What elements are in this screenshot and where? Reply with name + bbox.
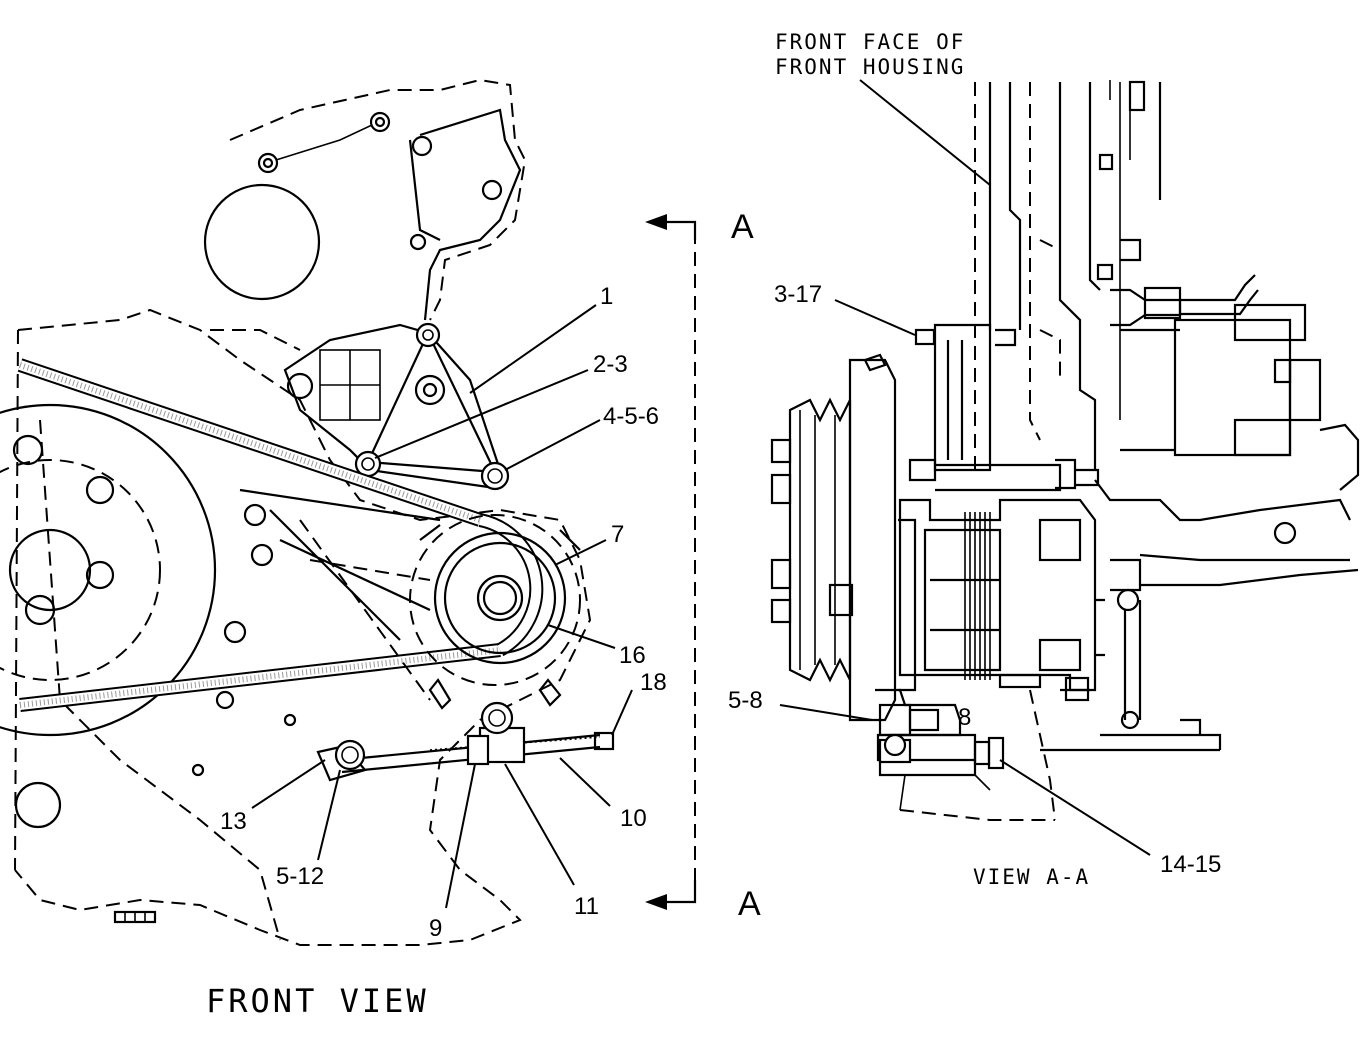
callout-7: 7 [611, 521, 624, 548]
labels: FRONT FACE OF FRONT HOUSING A A 1 2-3 4-… [206, 30, 1221, 1020]
front-view-leaders [251, 304, 633, 909]
callout-10: 10 [620, 805, 647, 832]
section-cut-line [645, 214, 697, 910]
callout-5-8: 5-8 [728, 687, 763, 714]
section-view-leaders [779, 79, 1151, 856]
front-view-drawing [0, 78, 615, 946]
note-front-face-line1: FRONT FACE OF [775, 30, 965, 54]
section-letter-top: A [731, 208, 754, 246]
callout-14-15: 14-15 [1160, 851, 1221, 878]
callout-2-3: 2-3 [593, 351, 628, 378]
callout-3-17: 3-17 [774, 281, 822, 308]
callout-1: 1 [600, 283, 613, 310]
callout-9: 9 [429, 915, 442, 942]
section-letter-bottom: A [738, 885, 761, 923]
section-view-drawing [770, 80, 1360, 821]
callout-18: 18 [640, 669, 667, 696]
callout-5-12: 5-12 [276, 863, 324, 890]
view-a-a-title: VIEW A-A [973, 865, 1090, 889]
callout-11: 11 [574, 893, 599, 920]
callout-13: 13 [220, 808, 247, 835]
callout-16: 16 [619, 642, 646, 669]
front-view-title: FRONT VIEW [206, 982, 429, 1020]
note-front-face-line2: FRONT HOUSING [775, 55, 965, 79]
callout-8-small: 8 [958, 704, 971, 731]
callout-4-5-6: 4-5-6 [603, 403, 659, 430]
